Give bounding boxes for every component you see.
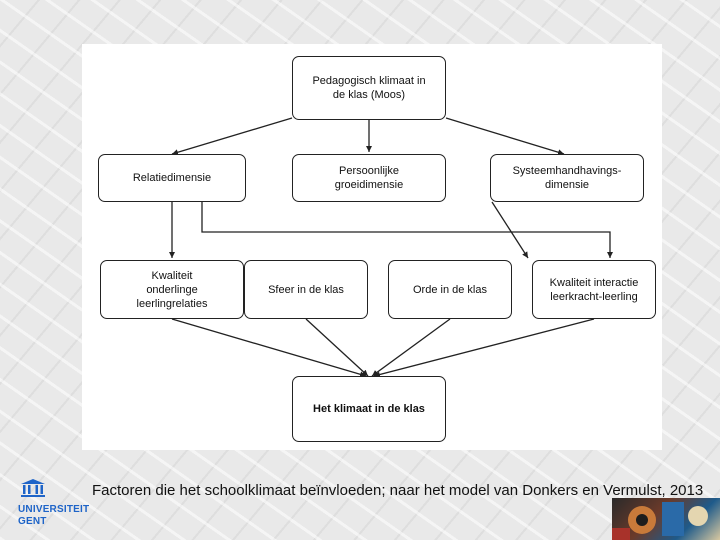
node-sfeer-in-de-klas: Sfeer in de klas (244, 260, 368, 319)
arrow-top-to-systeem (445, 117, 565, 156)
node-persoonlijke-groeidimensie: Persoonlijke groeidimensie (292, 154, 446, 202)
logo-line-2: GENT (18, 516, 47, 527)
arrow-kwaliteit-onderlinge-to-klimaat (171, 318, 367, 378)
node-kwaliteit-interactie: Kwaliteit interactie leerkracht-leerling (532, 260, 656, 319)
logo-line-1: UNIVERSITEIT (18, 504, 90, 515)
node-het-klimaat-in-de-klas: Het klimaat in de klas (292, 376, 446, 442)
arrow-kwaliteit-interactie-to-klimaat (373, 318, 595, 378)
connector-lines (169, 117, 613, 378)
decorative-artwork (612, 498, 720, 540)
node-relatiedimensie: Relatiedimensie (98, 154, 246, 202)
node-systeemhandhavingsdimensie: Systeemhandhavings- dimensie (490, 154, 644, 202)
arrow-relatie-to-kwaliteit-interactie (201, 202, 613, 258)
diagram-panel: Pedagogisch klimaat in de klas (Moos) Re… (82, 44, 662, 450)
node-kwaliteit-onderlinge-leerlingrelaties: Kwaliteit onderlinge leerlingrelaties (100, 260, 244, 319)
arrow-top-to-relatie (171, 117, 293, 156)
building-icon (21, 479, 45, 497)
university-logo: UNIVERSITEIT GENT (18, 478, 89, 530)
node-pedagogisch-klimaat: Pedagogisch klimaat in de klas (Moos) (292, 56, 446, 120)
arrow-orde-to-klimaat (371, 318, 451, 377)
arrow-sfeer-to-klimaat (305, 318, 369, 377)
node-orde-in-de-klas: Orde in de klas (388, 260, 512, 319)
arrow-systeem-to-orde (491, 201, 529, 259)
diagram-caption: Factoren die het schoolklimaat beïnvloed… (92, 482, 704, 499)
artwork-shapes (612, 502, 708, 540)
